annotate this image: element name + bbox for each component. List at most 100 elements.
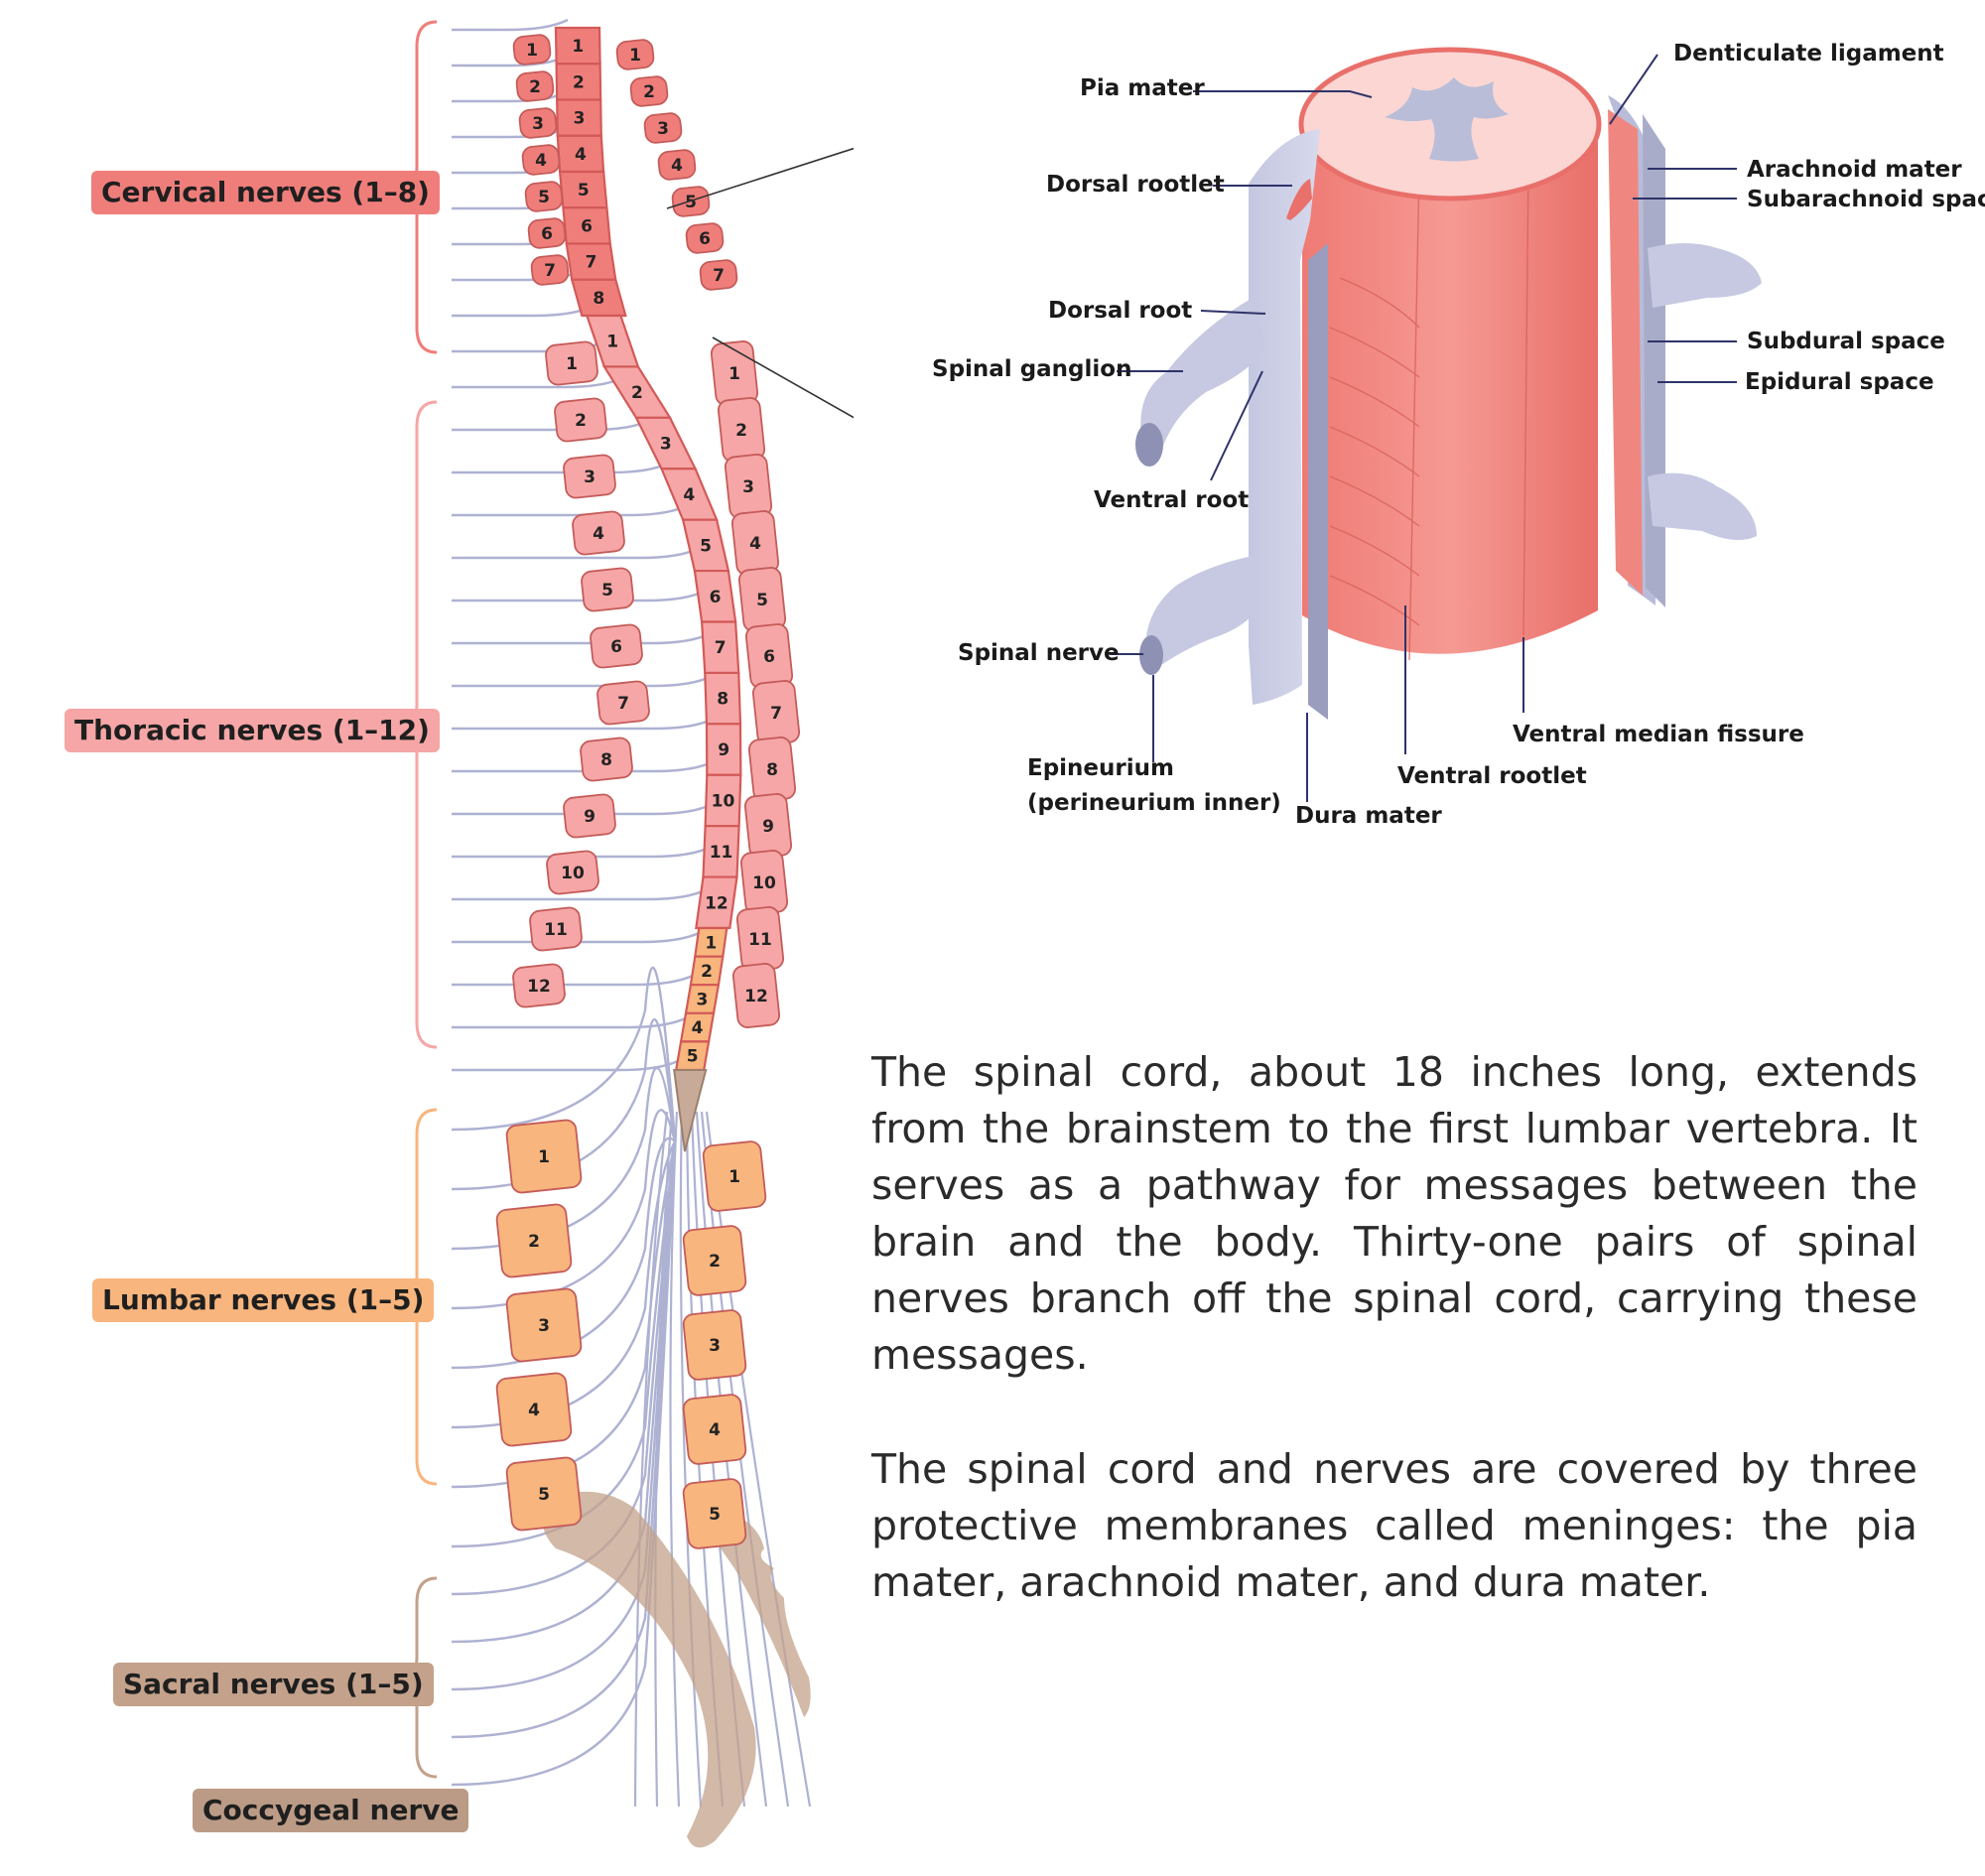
spinal-nerve-line (452, 631, 712, 645)
spinal-nerve-line (452, 54, 570, 67)
spinal-nerve-line (452, 674, 714, 688)
lumbar-vertebra-right: 4 (682, 1394, 747, 1465)
spinal-nerve-line (452, 717, 715, 731)
thoracic-vertebra-right: 1 (710, 340, 759, 406)
vertebra-number: 4 (749, 534, 761, 554)
grey-matter (1385, 77, 1509, 162)
cord-segment-number: 1 (572, 37, 584, 57)
cervical-vertebra-left: 6 (527, 217, 567, 249)
label-ventral-root: Ventral root (1094, 487, 1250, 513)
dura-membrane-left (1249, 129, 1320, 705)
label-perineurium: (perineurium inner) (1027, 790, 1281, 816)
thoracic-vertebra-left: 11 (529, 906, 583, 952)
lumbar-vertebra-right: 1 (702, 1140, 767, 1212)
lumbar-vertebra-right: 3 (682, 1309, 747, 1381)
cord-segment-number: 12 (705, 893, 728, 913)
arachnoid-membrane-back (1608, 95, 1655, 605)
cord-segment-number: 8 (593, 289, 604, 309)
thoracic-vertebra-left: 3 (563, 454, 616, 499)
cord-segment-number: 3 (697, 991, 709, 1010)
sacrum-coccyx (541, 1491, 811, 1848)
cord-segment-number: 3 (574, 109, 586, 129)
thoracic-vertebra-left: 6 (590, 623, 643, 669)
cord-segment-number: 2 (631, 383, 643, 403)
vertebra-number: 2 (528, 1232, 540, 1252)
thoracic-nerves-label: Thoracic nerves (1–12) (65, 709, 440, 752)
spinal-nerve-line (451, 1140, 677, 1787)
vertebra-number: 4 (528, 1401, 540, 1420)
spinal-nerve-line (452, 304, 595, 318)
vertebra-number: 11 (748, 930, 772, 950)
vertebra-number: 2 (529, 77, 541, 97)
cord-segment-number: 5 (700, 536, 712, 556)
vertebra-number: 1 (629, 46, 641, 66)
cord-top-face (1298, 47, 1602, 201)
left-nerve-root-upper-cut (1135, 423, 1163, 467)
vertebra-number: 6 (763, 647, 775, 667)
vertebra-number: 2 (575, 411, 587, 431)
vertebra-number: 3 (584, 468, 596, 487)
lumbar-vertebra-left: 4 (495, 1372, 573, 1447)
cervical-vertebra-left: 3 (518, 107, 558, 139)
vertebra-number: 6 (541, 224, 553, 244)
vertebra-number: 3 (532, 114, 544, 134)
thoracic-vertebra-left: 8 (580, 737, 633, 782)
coccygeal-nerve-label: Coccygeal nerve (193, 1789, 469, 1832)
vertebra-number: 1 (538, 1147, 550, 1167)
vertebra-number: 5 (709, 1505, 721, 1525)
spinal-nerve-line (452, 930, 702, 944)
cord-segment-number: 7 (715, 638, 727, 658)
vertebra-number: 2 (735, 421, 747, 441)
vertebra-number: 12 (527, 977, 551, 997)
thoracic-vertebra-right: 3 (724, 454, 773, 519)
denticulate-ligament-shape (1608, 109, 1643, 596)
spinal-nerve-line (452, 589, 707, 603)
label-ventral-rootlet: Ventral rootlet (1397, 763, 1587, 789)
cauda-equina-strand (679, 1111, 703, 1808)
vertebra-number: 5 (538, 188, 550, 207)
cervical-vertebra-left: 5 (524, 181, 564, 212)
lumbar-vertebra-left: 1 (505, 1119, 583, 1194)
cord-segment-number: 4 (692, 1018, 704, 1038)
spinal-nerve-line (452, 461, 671, 474)
label-dorsal-rootlet: Dorsal rootlet (1046, 172, 1225, 198)
dura-membrane-edge (1308, 243, 1328, 720)
vertebra-number: 12 (744, 987, 768, 1006)
vertebra-number: 7 (544, 261, 556, 281)
cord-segment-number: 6 (710, 588, 722, 607)
thoracic-vertebra-right: 11 (735, 906, 785, 972)
lumbar-vertebra-left: 3 (505, 1287, 583, 1363)
vertebra-number: 4 (535, 151, 547, 171)
label-epidural-space: Epidural space (1745, 369, 1934, 395)
spinal-nerve-line (452, 1058, 681, 1072)
cord-segment (570, 278, 627, 318)
vertebra-number: 1 (728, 364, 740, 384)
vertebra-number: 8 (600, 750, 612, 770)
conus-medullaris (673, 1069, 708, 1152)
vertebra-number: 1 (566, 354, 578, 374)
label-spinal-nerve: Spinal nerve (958, 640, 1120, 666)
thoracic-vertebra-right: 12 (731, 963, 781, 1028)
vertebra-number: 4 (709, 1420, 721, 1440)
cord-segment-number: 4 (683, 485, 695, 505)
cervical-vertebra-right: 4 (657, 149, 697, 181)
vertebra-number: 9 (762, 817, 774, 837)
cord-segment-number: 8 (717, 690, 728, 710)
thoracic-vertebra-left: 7 (596, 680, 650, 726)
cervical-vertebra-left: 7 (530, 254, 570, 286)
spinal-nerve-line (452, 375, 625, 389)
label-subarachnoid-space: Subarachnoid space (1747, 187, 1985, 212)
dura-membrane-right (1643, 114, 1665, 607)
right-nerve-root-upper (1648, 243, 1762, 308)
lumbar-vertebra-left: 5 (505, 1456, 583, 1532)
cervical-vertebra-right: 2 (629, 75, 669, 107)
label-denticulate-ligament: Denticulate ligament (1673, 41, 1944, 67)
vertebra-number: 3 (742, 477, 754, 497)
label-ventral-median-fissure: Ventral median fissure (1513, 722, 1804, 747)
cord-segment-number: 2 (701, 962, 713, 982)
thoracic-vertebra-right: 9 (743, 793, 793, 859)
vertebra-number: 3 (538, 1316, 550, 1336)
sacrum-shape (541, 1491, 756, 1848)
leader-ventral-root (1210, 370, 1263, 481)
